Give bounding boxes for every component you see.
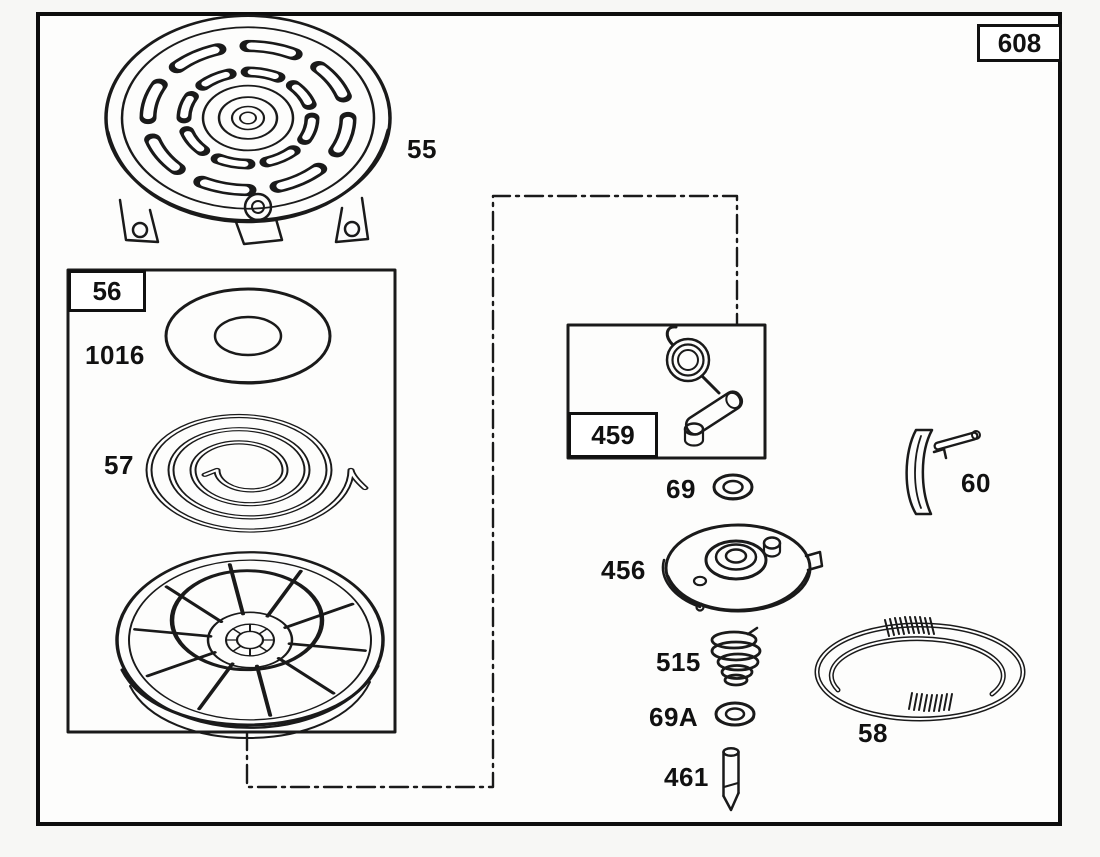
callout-515: 515 [656,647,701,677]
part-drawing-flywheel [115,551,385,739]
part-drawing-55 [104,14,392,246]
part-drawing-459 [665,325,744,447]
part-drawing-60 [905,428,981,516]
callout-1016: 1016 [85,340,145,370]
callout-60: 60 [961,468,991,498]
callout-group-box-56 [66,268,397,734]
callout-69A: 69A [649,702,699,732]
callout-456: 456 [601,555,646,585]
part-drawing-69A [714,701,756,727]
callout-group-box-459 [566,323,767,460]
callout-box-459: 459 [568,412,658,458]
callout-box-56: 56 [68,270,146,312]
callout-461: 461 [664,762,709,792]
assembly-centerline [245,194,739,789]
page-number-box: 608 [977,24,1062,62]
part-drawing-58 [814,616,1026,722]
callout-69: 69 [666,474,696,504]
part-drawing-1016 [164,287,332,385]
part-drawing-456 [661,523,824,613]
part-drawing-461 [722,746,740,812]
part-drawing-69 [712,473,754,501]
part-drawing-57 [145,413,369,533]
callout-57: 57 [104,450,134,480]
part-drawing-515 [710,626,762,687]
callout-55: 55 [407,134,437,164]
callout-58: 58 [858,718,888,748]
